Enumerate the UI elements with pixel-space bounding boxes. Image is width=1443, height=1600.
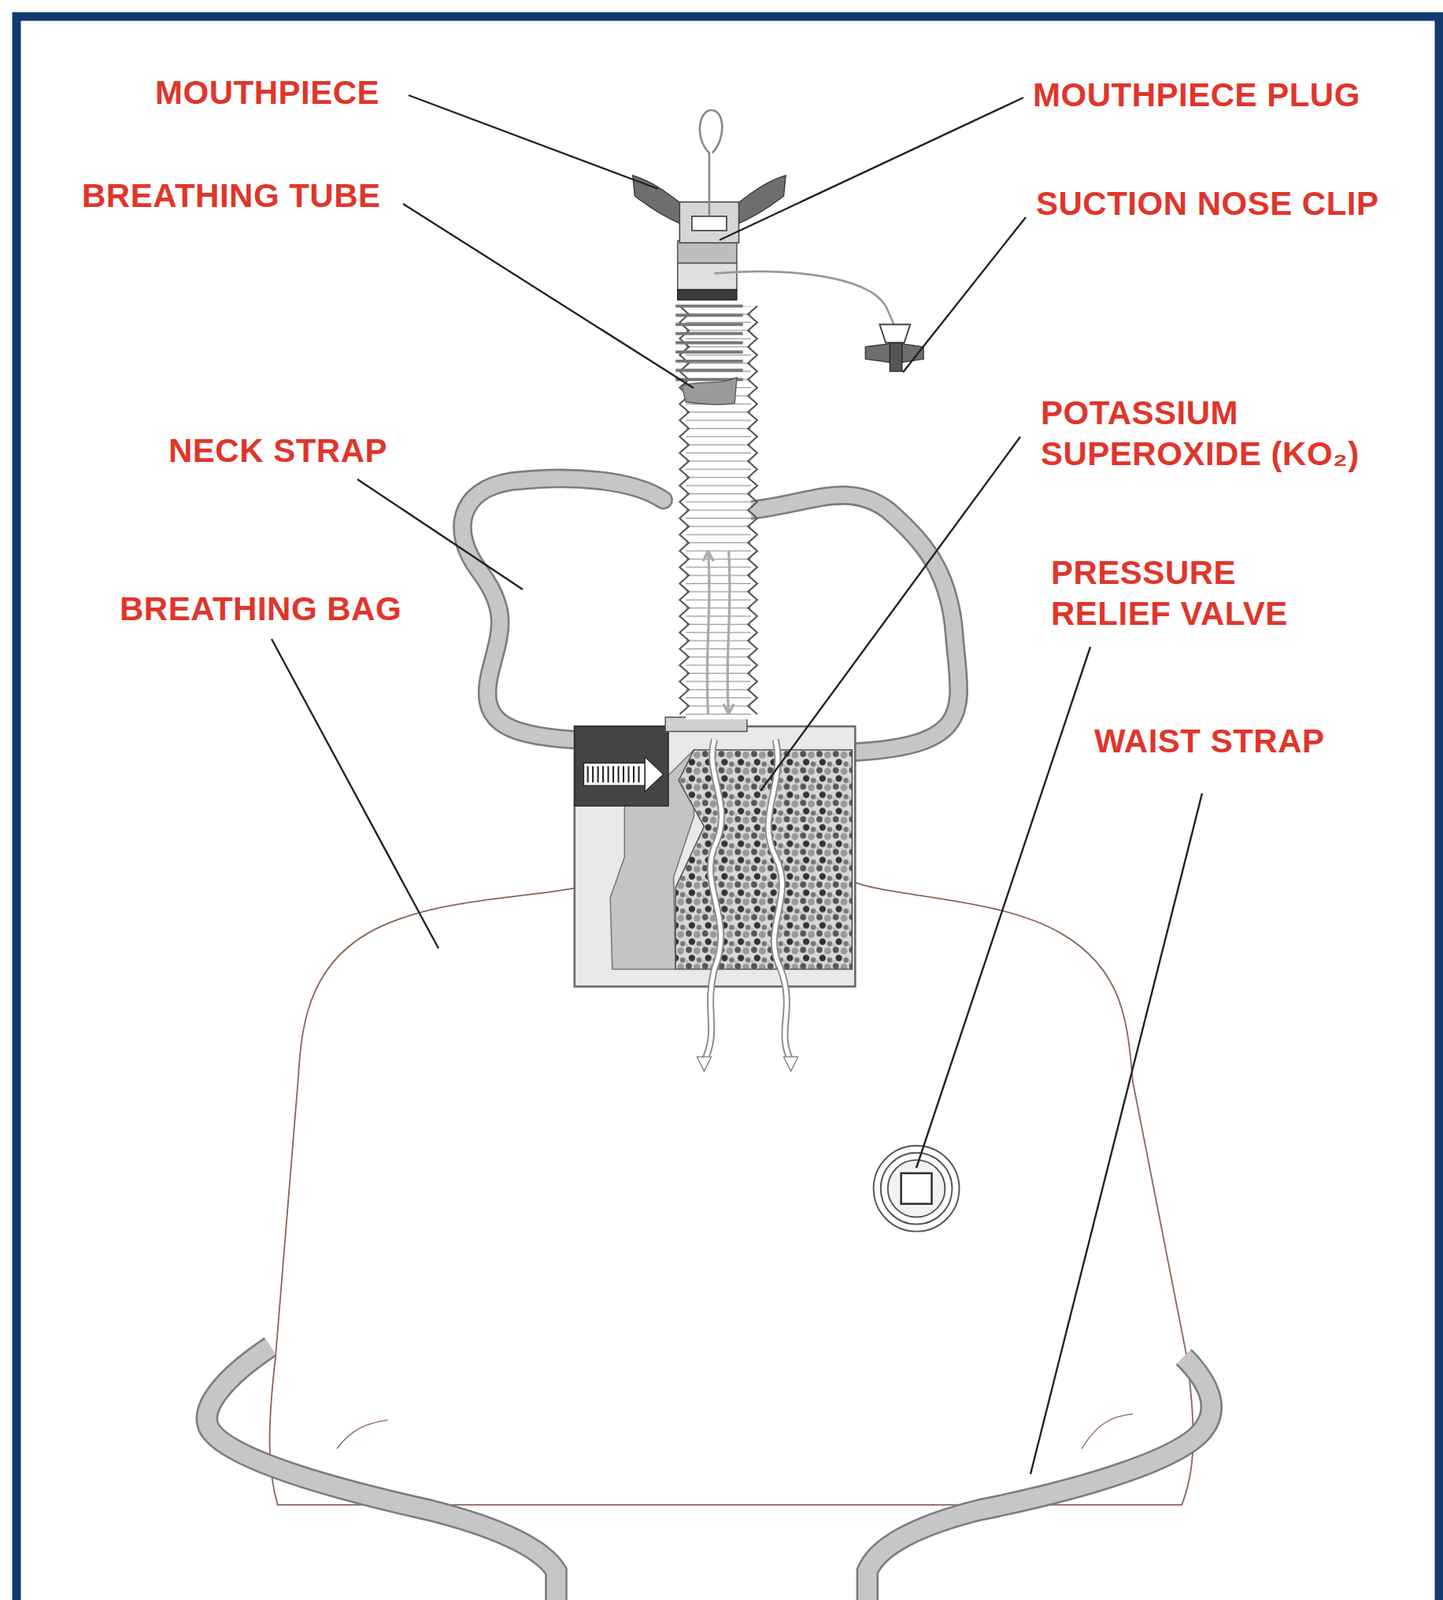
tube-rib — [675, 341, 744, 345]
neck-strap-band — [462, 478, 663, 740]
tube-rib — [675, 350, 744, 354]
part-label: MOUTHPIECE PLUG — [1032, 74, 1361, 116]
grip-line — [602, 766, 604, 784]
neck-strap-band — [462, 478, 663, 740]
leader-line — [760, 436, 1021, 792]
leader-line — [357, 479, 523, 590]
airflow-head — [696, 1057, 711, 1072]
frame-border — [16, 16, 1440, 1600]
leader-line — [271, 639, 439, 949]
tube-collar — [677, 262, 737, 290]
leader-line — [408, 95, 659, 189]
part-label: NECK STRAP — [168, 430, 388, 472]
airflow-path — [768, 740, 792, 1062]
mouthpiece — [632, 110, 786, 244]
grip-line — [632, 766, 635, 784]
waist-strap — [207, 1346, 1212, 1600]
grip-line — [622, 766, 625, 784]
tube-edge — [679, 306, 689, 715]
leader-lines — [271, 95, 1203, 1475]
grip-line — [587, 766, 589, 784]
tube-rib — [675, 304, 744, 308]
airflow — [696, 740, 798, 1072]
tube-rib — [675, 369, 744, 373]
valve-ring — [880, 1153, 953, 1225]
mouthpiece-wing — [736, 175, 786, 225]
part-label: BREATHING TUBE — [81, 175, 382, 217]
leader-line — [403, 203, 694, 389]
part-label: MOUTHPIECE — [155, 72, 380, 114]
airflow-arrow — [723, 551, 734, 715]
waist-strap-band — [207, 1346, 557, 1600]
neck-strap-band — [750, 495, 959, 752]
grip-line — [607, 766, 610, 784]
breathing-tube — [675, 240, 758, 720]
potassium-superoxide-granules — [675, 750, 852, 970]
tube-bend — [681, 377, 737, 405]
airflow-arrow — [703, 551, 714, 715]
leader-line — [719, 97, 1024, 241]
tube-edge — [747, 306, 758, 715]
leader-line — [916, 647, 1091, 1169]
tube-flange — [665, 717, 748, 732]
part-label: SUCTION NOSE CLIP — [1036, 183, 1380, 225]
grip-line — [612, 766, 615, 784]
part-label: WAIST STRAP — [1094, 721, 1325, 763]
mouthpiece-plug — [691, 216, 727, 231]
tube-rib — [675, 332, 744, 336]
tube-rib — [675, 314, 744, 318]
grip-line — [617, 766, 620, 784]
grip-line — [597, 766, 600, 784]
waist-strap-band — [207, 1346, 557, 1600]
canister-clamp — [574, 726, 669, 807]
airflow-path — [703, 740, 722, 1062]
clamp-chevron — [644, 757, 663, 792]
pressure-relief-valve — [873, 1146, 960, 1233]
part-label: POTASSIUM SUPEROXIDE (KO₂) — [1040, 392, 1403, 475]
valve-ring — [888, 1160, 946, 1218]
valve-square — [901, 1173, 933, 1205]
suction-nose-clip — [714, 271, 924, 372]
apparatus — [207, 110, 1212, 1600]
valve-ring — [873, 1146, 960, 1233]
nose-clip-pad — [879, 324, 911, 343]
bag-fold — [1081, 1414, 1133, 1450]
tube-collar — [677, 240, 737, 264]
part-label: BREATHING BAG — [119, 588, 402, 630]
grip-line — [637, 766, 640, 784]
tube-rib — [675, 322, 744, 326]
airflow-head — [784, 1057, 799, 1072]
tube-body — [685, 306, 752, 720]
nose-clip-cord — [714, 271, 894, 325]
grip-line — [592, 766, 594, 784]
tube-band — [677, 289, 737, 300]
grip-line — [627, 766, 629, 784]
waist-strap-band — [867, 1357, 1212, 1600]
leader-line — [1030, 793, 1203, 1475]
leader-line — [902, 217, 1026, 373]
plug-loop — [699, 110, 722, 217]
part-label: PRESSURE RELIEF VALVE — [1050, 552, 1319, 635]
bag-fold — [336, 1420, 389, 1449]
airflow-path — [768, 740, 792, 1062]
clamp-grip-lines — [588, 766, 640, 784]
waist-strap-band — [867, 1357, 1212, 1600]
tube-rib — [675, 359, 744, 363]
clamp-grip — [583, 763, 645, 787]
airflow-path — [703, 740, 722, 1062]
tube-corrugation — [675, 306, 758, 715]
nose-clip-stem — [889, 343, 903, 372]
neck-strap-band — [750, 495, 959, 752]
